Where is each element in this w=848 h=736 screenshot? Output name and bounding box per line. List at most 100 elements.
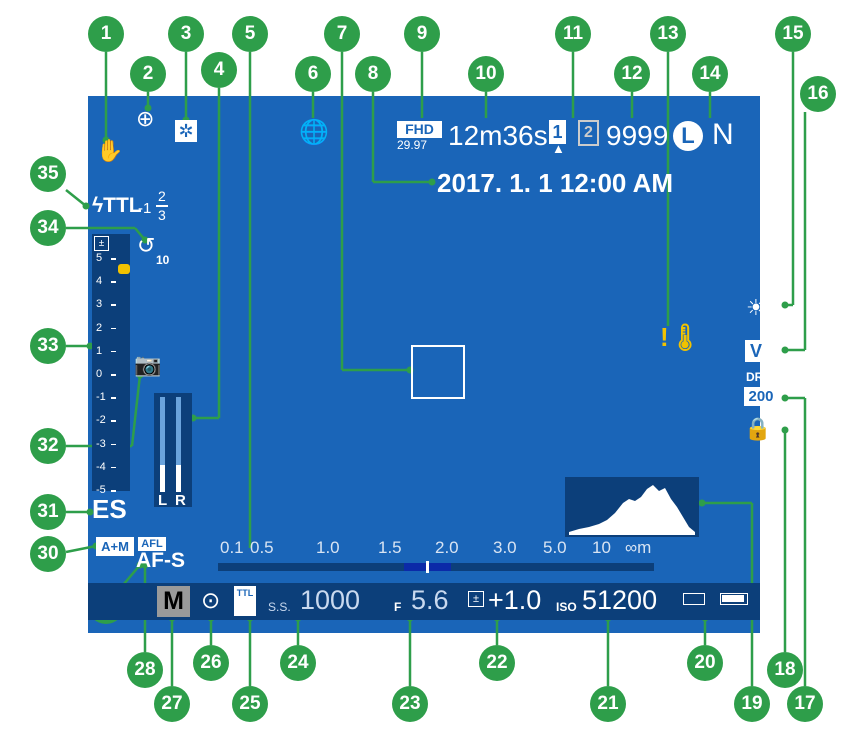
exposure-scale-tick (111, 490, 116, 492)
callout-22: 22 (479, 645, 515, 681)
battery-icon (720, 593, 748, 605)
focus-frame (411, 345, 465, 399)
exposure-marker (118, 264, 130, 274)
callout-24: 24 (280, 645, 316, 681)
audio-bar-left-level (160, 465, 165, 492)
image-quality-label: N (712, 118, 734, 151)
callout-35: 35 (30, 156, 66, 192)
af-plus-mf-badge: A+M (96, 537, 134, 556)
iso-label: ISO (556, 600, 577, 614)
exposure-comp-icon: ± (94, 236, 109, 251)
flash-mode-label: TTL (103, 194, 142, 217)
exposure-scale-label: -4 (96, 460, 106, 473)
movie-quality-badge: FHD (397, 121, 442, 138)
date-time: 2017. 1. 1 12:00 AM (437, 168, 674, 198)
dynamic-range-label: DR (746, 370, 764, 384)
flash-mode: ϟTTL (92, 194, 142, 218)
callout-3: 3 (168, 16, 204, 52)
aperture-value: 5.6 (411, 585, 449, 615)
flash-icon: ϟ (92, 194, 104, 217)
dynamic-range-value: 200 (744, 387, 778, 406)
flash-comp-whole: -1 (138, 200, 152, 217)
exposure-scale-label: -5 (96, 484, 106, 496)
exposure-scale-label: -2 (96, 414, 106, 427)
callout-10: 10 (468, 56, 504, 92)
control-lock-icon: 🔒 (744, 416, 772, 441)
exposure-scale-tick (111, 443, 116, 446)
callout-5: 5 (232, 16, 268, 52)
exposure-scale-label: 3 (96, 298, 103, 311)
exposure-scale-label: 1 (96, 344, 103, 357)
callout-33: 33 (30, 328, 66, 364)
distance-scale-label: 1.0 (316, 538, 340, 557)
callout-31: 31 (30, 494, 66, 530)
callout-15: 15 (775, 16, 811, 52)
exposure-scale-tick (111, 327, 116, 330)
flash-comp-divider (156, 205, 168, 207)
metering-icon: ⊙ (201, 587, 221, 613)
distance-scale-label: 0.1 (220, 538, 244, 557)
distance-scale-label: ∞m (625, 538, 652, 557)
exposure-scale-tick (111, 350, 116, 353)
white-balance-sub: 1 (770, 314, 777, 326)
frame-rate-label: 29.97 (397, 138, 428, 152)
card-slot-2: 2 (578, 120, 599, 146)
exposure-scale-tick (111, 258, 116, 260)
audio-bar-right-level (176, 465, 181, 492)
callout-32: 32 (30, 428, 66, 464)
image-size-badge: L (673, 121, 703, 151)
callout-8: 8 (355, 56, 391, 92)
callout-30: 30 (30, 536, 66, 572)
shutter-speed-value: 1000 (300, 585, 361, 615)
distance-scale-label: 2.0 (435, 538, 459, 557)
callout-20: 20 (687, 645, 723, 681)
self-timer-seconds: 10 (156, 253, 170, 267)
exposure-scale-tick (111, 397, 116, 399)
exposure-scale-label: 2 (96, 321, 103, 334)
aperture-icon: ✲ (175, 120, 197, 142)
callout-34: 34 (30, 210, 66, 246)
callout-2: 2 (130, 56, 166, 92)
card-slot-1: 1 (549, 120, 566, 144)
callout-16: 16 (800, 76, 836, 112)
callout-27: 27 (154, 686, 190, 722)
temperature-warning-icon: !🌡 (660, 322, 702, 352)
flash-comp-denominator: 3 (158, 207, 166, 223)
exposure-scale-tick (111, 374, 116, 376)
audio-bar-left-bg (160, 397, 165, 492)
white-balance-icon: ☀ (746, 295, 766, 320)
self-timer-icon: ↺ (137, 233, 156, 258)
audio-right-label: R (175, 492, 186, 509)
distance-scale-label: 5.0 (543, 538, 567, 557)
distance-scale-label: 10 (592, 538, 611, 557)
exposure-scale-tick (111, 304, 116, 306)
battery-grip-icon (683, 593, 705, 605)
callout-19: 19 (734, 686, 770, 722)
callout-4: 4 (201, 52, 237, 88)
exposure-scale-label: -3 (96, 437, 106, 450)
exposure-indicator (92, 234, 130, 491)
shots-remaining: 9999 (606, 120, 669, 151)
callout-25: 25 (232, 686, 268, 722)
callout-1: 1 (88, 16, 124, 52)
callout-13: 13 (650, 16, 686, 52)
callout-14: 14 (692, 56, 728, 92)
callout-26: 26 (193, 645, 229, 681)
callout-21: 21 (590, 686, 626, 722)
distance-scale-label: 3.0 (493, 538, 517, 557)
focus-distance-marker (426, 561, 429, 573)
focus-check-icon: ⊕ (136, 106, 155, 131)
distance-scale-label: 0.5 (250, 538, 274, 557)
callout-17: 17 (787, 686, 823, 722)
image-stabilization-off-icon: ✋ (96, 138, 124, 163)
focus-mode: AF-S (136, 549, 185, 572)
exposure-comp-bar-icon: ± (468, 591, 484, 607)
exposure-scale-label: 0 (96, 368, 103, 380)
shutter-type: ES (92, 494, 127, 524)
active-slot-marker-icon: ▲ (552, 141, 565, 156)
callout-12: 12 (614, 56, 650, 92)
callout-7: 7 (324, 16, 360, 52)
iso-value: 51200 (582, 585, 658, 615)
audio-bar-right-bg (176, 397, 181, 492)
exposure-comp-value: +1.0 (488, 585, 542, 615)
